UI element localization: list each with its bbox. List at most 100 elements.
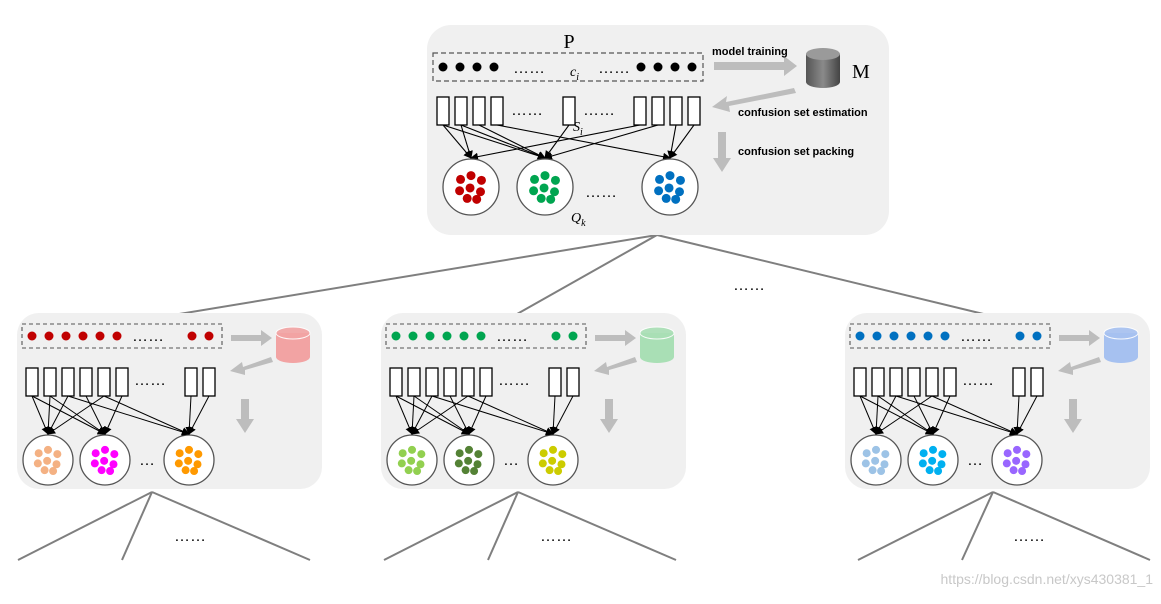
cluster-dot	[465, 183, 475, 193]
child-sample-dot	[940, 331, 950, 341]
top-packed-clusters	[442, 158, 699, 216]
cluster-dot	[1002, 459, 1011, 468]
sample-dot	[636, 62, 646, 72]
child-clusters-ellipsis: …	[967, 452, 983, 469]
cluster-dot	[472, 194, 482, 204]
child-sample-dot	[855, 331, 865, 341]
cluster-dot	[881, 450, 890, 459]
child-packed-cluster	[79, 434, 131, 486]
child-assignment-arrow	[67, 395, 190, 436]
child-sample-dot	[906, 331, 916, 341]
confusion-packing-label: confusion set packing	[738, 146, 854, 158]
child-sample-dot	[44, 331, 54, 341]
cluster-dot	[549, 445, 557, 454]
cluster-dot	[938, 450, 947, 459]
cluster-dot	[554, 467, 563, 476]
assignment-arrow	[544, 124, 659, 160]
cluster-dot	[1009, 466, 1018, 475]
cluster-dot	[52, 460, 61, 469]
child-sample-dot	[1015, 331, 1025, 341]
child-confusion-rect	[97, 367, 111, 397]
cluster-dot	[109, 460, 118, 469]
bottom-ellipsis-1: ……	[174, 528, 206, 545]
sample-dot	[670, 62, 680, 72]
dots-ellipsis-right: ……	[598, 60, 630, 77]
child-confusion-rect	[425, 367, 439, 397]
cluster-dot	[529, 186, 539, 196]
sample-dot	[438, 62, 448, 72]
cluster-dot	[175, 449, 184, 458]
cluster-dot	[193, 460, 202, 469]
child-sample-dot	[78, 331, 88, 341]
child-training-arrow	[231, 330, 272, 346]
child-confusion-rect	[389, 367, 403, 397]
watermark: https://blog.csdn.net/xys430381_1	[941, 571, 1154, 587]
cluster-dot	[1013, 445, 1021, 454]
cluster-dot	[868, 466, 877, 475]
child-rects-ellipsis: ……	[134, 372, 166, 389]
child-panel-3: ……………	[845, 313, 1150, 489]
child-assignment-arrow	[431, 395, 554, 436]
cluster-dot	[44, 445, 52, 454]
sample-dot	[472, 62, 482, 72]
top-panel: P …… …… ci …… …… Si …… Qk model training…	[427, 25, 889, 235]
child-packing-arrow	[600, 399, 618, 433]
confusion-set-rect	[454, 96, 468, 126]
child-confusion-rect	[925, 367, 939, 397]
cluster-dot	[33, 459, 42, 468]
assignment-arrow	[470, 124, 641, 161]
cluster-dot	[539, 449, 548, 458]
child-sample-dot	[872, 331, 882, 341]
child-assignment-arrow	[395, 395, 470, 435]
tree-edge	[656, 234, 1001, 319]
assignment-arrow	[478, 124, 546, 159]
child-training-arrow	[1059, 330, 1100, 346]
confusion-set-rect	[472, 96, 486, 126]
packed-qk-label: Qk	[571, 211, 586, 229]
cluster-dot	[417, 450, 426, 459]
child-packing-arrow	[236, 399, 254, 433]
child-confusion-rect	[184, 367, 198, 397]
tree-edge	[487, 491, 519, 561]
cluster-dot	[398, 449, 407, 458]
child-assignment-arrow	[913, 395, 934, 435]
child-sample-box	[21, 323, 223, 349]
cluster-dot	[474, 450, 483, 459]
cluster-dot	[546, 194, 556, 204]
child-packed-cluster	[386, 434, 438, 486]
child-confusion-rect	[548, 367, 562, 397]
rects-ellipsis-left: ……	[511, 102, 543, 119]
child-assignment-arrow	[31, 395, 106, 435]
child-confusion-rect	[871, 367, 885, 397]
child-sample-dot	[442, 331, 452, 341]
sample-dot	[687, 62, 697, 72]
sample-dot	[653, 62, 663, 72]
cluster-dot	[184, 456, 193, 465]
child-assignment-arrow	[49, 395, 106, 435]
child-confusion-rect	[566, 367, 580, 397]
child-packed-cluster	[907, 434, 959, 486]
tree-edge	[992, 491, 1151, 561]
child-sample-dot	[408, 331, 418, 341]
cluster-dot	[929, 445, 937, 454]
dots-ellipsis-left: ……	[513, 60, 545, 77]
sample-dot	[455, 62, 465, 72]
assignment-arrow	[460, 124, 546, 160]
child-dots-ellipsis: ……	[132, 328, 164, 345]
cluster-dot	[877, 467, 886, 476]
cluster-dot	[1022, 450, 1031, 459]
dataset-label: P	[563, 31, 574, 53]
cluster-dot	[538, 459, 547, 468]
child-panel-1: ……………	[17, 313, 322, 489]
tree-edge	[857, 491, 994, 561]
cluster-dot	[455, 186, 465, 196]
child-sample-dot	[476, 331, 486, 341]
cluster-dot	[655, 174, 665, 184]
confusion-estimation-arrow	[712, 88, 796, 112]
model-label: M	[852, 61, 870, 83]
model-training-label: model training	[712, 46, 788, 58]
child-confusion-rect	[61, 367, 75, 397]
cluster-dot	[476, 187, 485, 197]
child-sample-dot	[923, 331, 933, 341]
cluster-dot	[558, 450, 567, 459]
